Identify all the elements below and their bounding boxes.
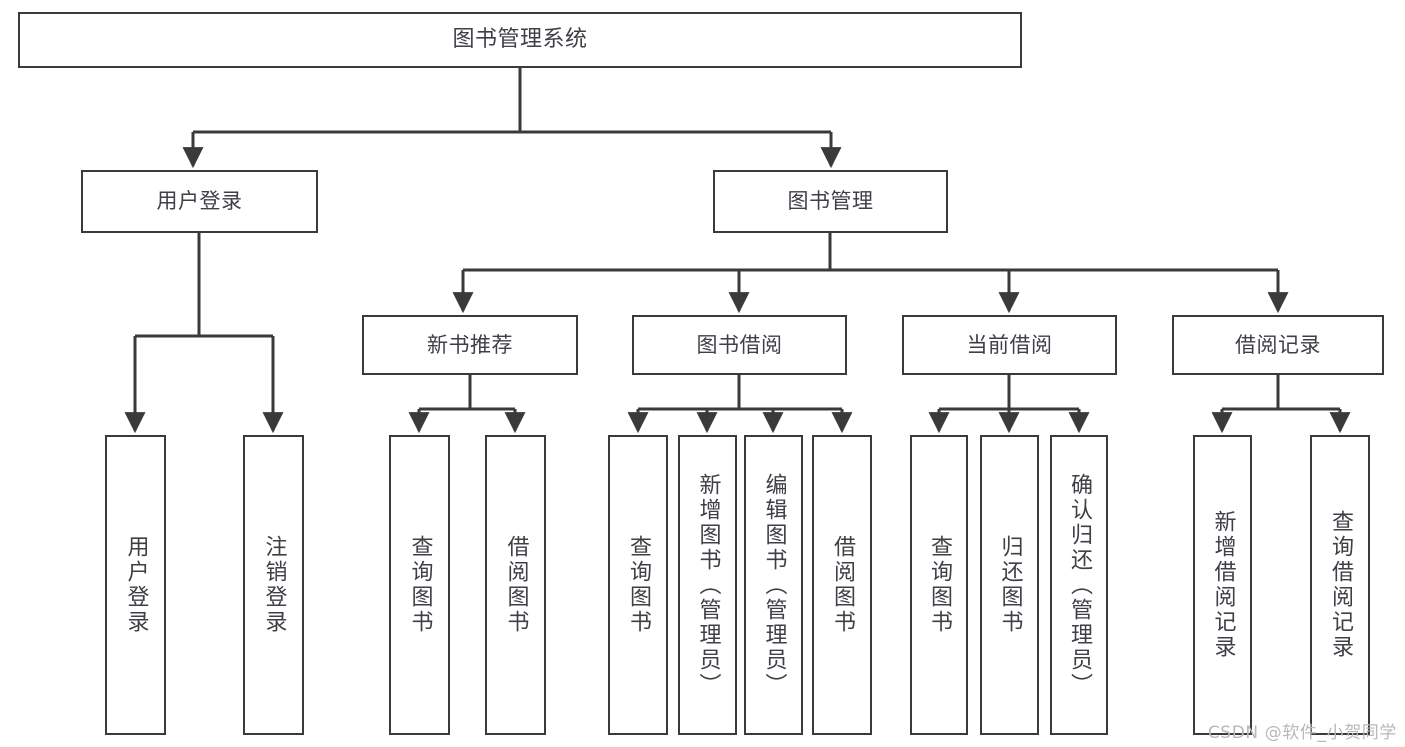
node-label: 图书管理 (787, 189, 874, 214)
node-leaf-add-borrow-record[interactable]: 新增借阅记录 (1193, 435, 1252, 735)
node-leaf-logout[interactable]: 注销登录 (243, 435, 304, 735)
node-root-system[interactable]: 图书管理系统 (18, 12, 1022, 68)
node-label: 用户登录 (156, 189, 243, 214)
node-label: 当前借阅 (966, 332, 1053, 357)
node-label: 查询借阅记录 (1328, 510, 1353, 660)
node-label: 新增借阅记录 (1210, 510, 1236, 660)
node-label: 编辑图书（管理员） (761, 472, 787, 698)
node-leaf-borrow-book-new[interactable]: 借阅图书 (485, 435, 546, 735)
node-label: 查询图书 (927, 535, 952, 635)
node-label: 图书管理系统 (452, 27, 588, 53)
node-leaf-query-book-new[interactable]: 查询图书 (389, 435, 450, 735)
node-book-borrow[interactable]: 图书借阅 (632, 315, 847, 375)
node-label: 图书借阅 (696, 332, 783, 357)
node-label: 借阅记录 (1235, 332, 1321, 357)
node-leaf-confirm-return-admin[interactable]: 确认归还（管理员） (1050, 435, 1108, 735)
node-user-login[interactable]: 用户登录 (81, 170, 318, 233)
node-label: 确认归还（管理员） (1067, 472, 1092, 698)
node-label: 注销登录 (261, 535, 287, 635)
node-leaf-edit-book-admin[interactable]: 编辑图书（管理员） (744, 435, 803, 735)
node-current-borrow[interactable]: 当前借阅 (902, 315, 1117, 375)
node-borrow-record[interactable]: 借阅记录 (1172, 315, 1384, 375)
node-leaf-add-book-admin[interactable]: 新增图书（管理员） (678, 435, 737, 735)
node-book-management[interactable]: 图书管理 (713, 170, 948, 233)
node-leaf-query-borrow-record[interactable]: 查询借阅记录 (1310, 435, 1370, 735)
node-new-book-recommend[interactable]: 新书推荐 (362, 315, 578, 375)
node-label: 新书推荐 (427, 332, 513, 357)
node-label: 借阅图书 (830, 535, 855, 635)
node-leaf-user-login[interactable]: 用户登录 (105, 435, 166, 735)
node-label: 归还图书 (997, 535, 1023, 635)
node-leaf-query-book-borrow[interactable]: 查询图书 (608, 435, 668, 735)
node-label: 查询图书 (626, 535, 651, 635)
csdn-watermark: CSDN @软件_小贺同学 (1207, 723, 1397, 743)
node-label: 查询图书 (407, 535, 433, 635)
node-label: 用户登录 (123, 535, 149, 635)
node-label: 新增图书（管理员） (695, 472, 721, 698)
node-label: 借阅图书 (503, 535, 529, 635)
node-leaf-borrow-book[interactable]: 借阅图书 (812, 435, 872, 735)
node-leaf-query-book-current[interactable]: 查询图书 (910, 435, 968, 735)
node-leaf-return-book[interactable]: 归还图书 (980, 435, 1039, 735)
